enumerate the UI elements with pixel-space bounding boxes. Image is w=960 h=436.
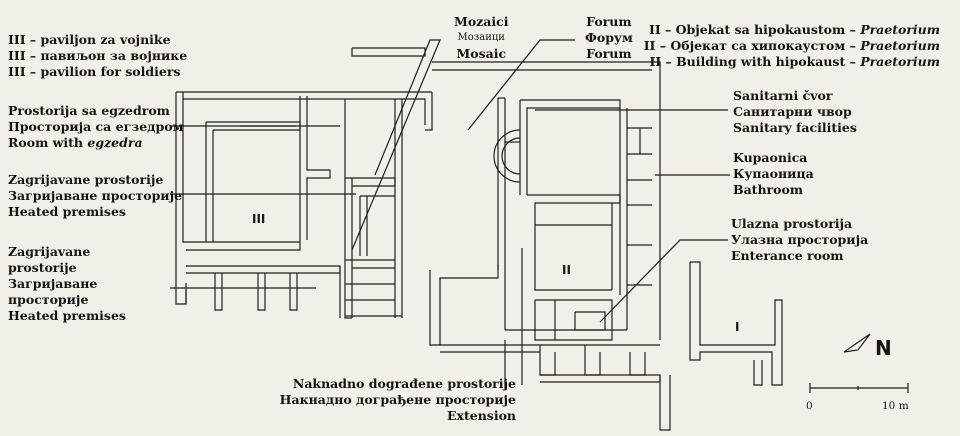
praetorium-label: II – Objekat sa hipokaustom – Praetorium… — [643, 22, 940, 69]
sanitary-label: Sanitarni čvor Санитарни чвор Sanitary f… — [733, 88, 857, 135]
scale-bar — [809, 383, 909, 393]
extension-label: Naknadno dograđene prostorije Накнадно д… — [279, 376, 516, 423]
scale-start: 0 — [806, 400, 813, 412]
pavilion-soldiers-label: III – paviljon za vojnike III – павиљон … — [8, 32, 188, 79]
forum-label: Forum Форум Forum — [585, 14, 633, 61]
north-arrow — [843, 333, 871, 353]
heated-premises-label-2: Zagrijavane prostorije Загријаване прост… — [8, 244, 126, 323]
room-label-III: III — [252, 212, 266, 226]
north-label: N — [875, 336, 892, 360]
heated-premises-label-1: Zagrijavane prostorije Загријаване прост… — [8, 172, 183, 219]
room-label-I: I — [735, 320, 740, 334]
wall-lines — [170, 39, 783, 431]
entrance-room-label: Ulazna prostorija Улазна просторија Ente… — [731, 216, 869, 263]
room-label-II: II — [562, 263, 571, 277]
exedra-room-label: Prostorija sa egzedrom Просторија са егз… — [8, 103, 184, 150]
scale-end: 10 m — [882, 400, 909, 412]
bathroom-label: Kupaonica Купаоница Bathroom — [733, 150, 814, 197]
mosaics-label: Mozaici Мозаици Mosaic — [454, 14, 509, 61]
